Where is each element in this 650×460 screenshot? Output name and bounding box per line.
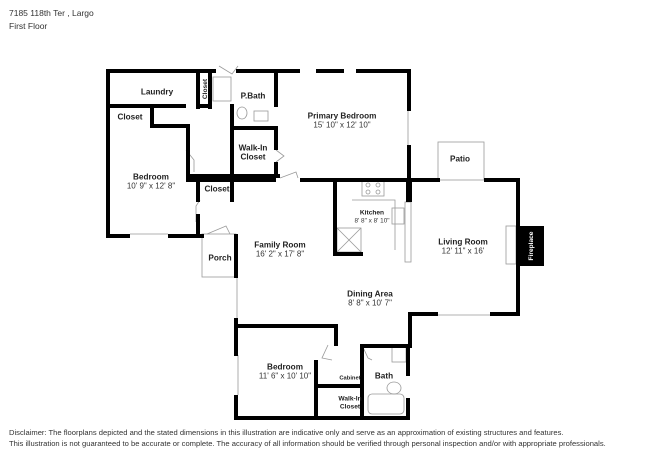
sink-icon (253, 110, 269, 122)
patio-outline (437, 141, 485, 181)
toilet-icon (386, 381, 402, 395)
room-closet-3: Closet (204, 184, 230, 194)
room-closet-2: Closet (202, 78, 210, 100)
fireplace-block (520, 226, 544, 266)
room-bath: Bath (374, 371, 394, 381)
room-patio: Patio (449, 154, 471, 164)
fireplace-label: Fireplace (528, 231, 536, 261)
room-p-bath: P.Bath (240, 91, 266, 101)
room-walk-in-closet-2: Walk-In Closet (338, 395, 362, 410)
disclaimer-line-1: Disclaimer: The floorplans depicted and … (9, 428, 564, 437)
floor-label: First Floor (9, 21, 48, 31)
bathtub-icon (367, 393, 405, 415)
address-title: 7185 118th Ter , Largo (9, 8, 94, 18)
room-porch: Porch (208, 253, 232, 263)
room-walk-in-closet-1: Walk-In Closet (238, 143, 268, 162)
room-laundry: Laundry (140, 87, 174, 97)
fridge-icon (391, 207, 405, 225)
room-closet-1: Closet (117, 112, 143, 122)
stove-icon (361, 179, 385, 197)
disclaimer-line-2: This illustration is not guaranteed to b… (9, 439, 606, 448)
shower-icon (212, 76, 232, 102)
sink-icon (391, 345, 407, 363)
toilet-icon (236, 106, 248, 120)
room-cabinet: Cabinet (339, 375, 361, 382)
